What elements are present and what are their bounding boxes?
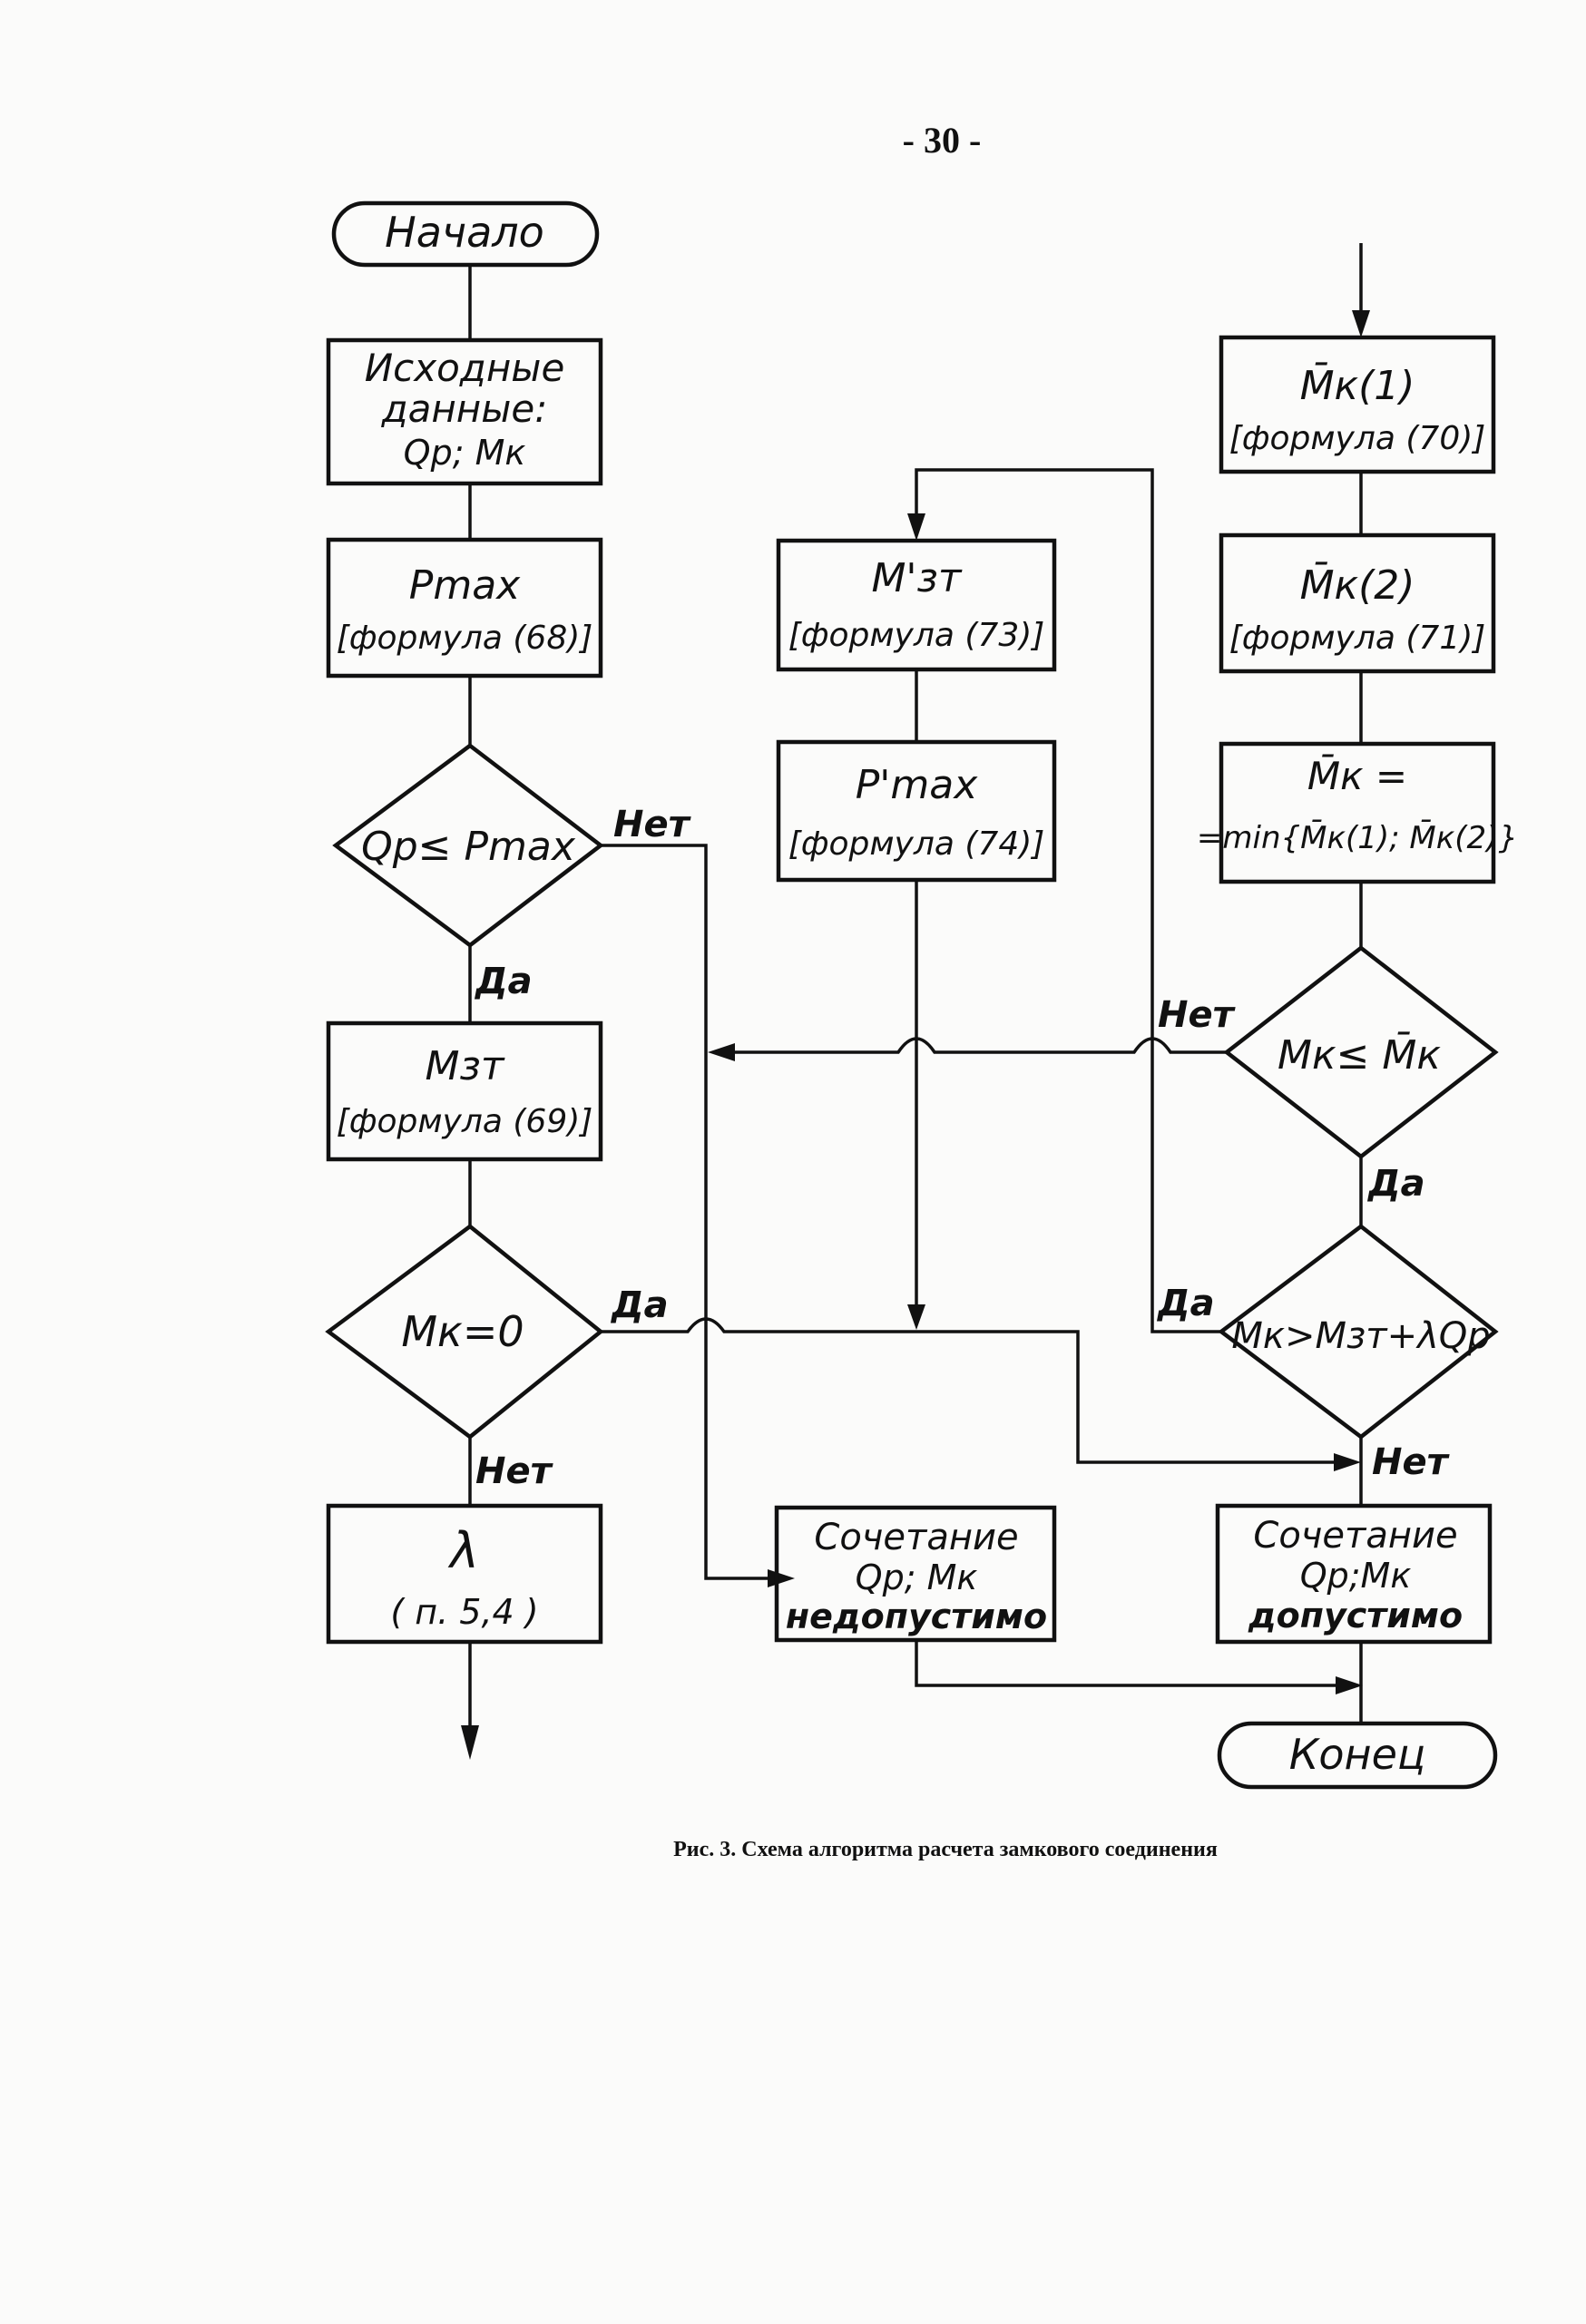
mzt-prime-formula: [формула (73)]	[788, 617, 1045, 654]
label-yes-4: Да	[1156, 1283, 1215, 1324]
mk1-symbol: M̄к(1)	[1300, 361, 1415, 409]
mk-min-line2: =min{M̄к(1); M̄к(2)}	[1197, 819, 1518, 856]
pmax-formula: [формула (68)]	[337, 620, 593, 657]
decision-mk-gt-label: Mк>Mзт+λQр	[1231, 1315, 1490, 1357]
mzt-formula: [формула (69)]	[337, 1103, 593, 1140]
exit-arrow	[461, 1725, 479, 1760]
input-line2: данные:	[381, 386, 548, 431]
allowed-line3: допустимо	[1248, 1596, 1463, 1636]
pmax-symbol: Pmax	[409, 562, 521, 609]
mzt-prime-symbol: M'зт	[871, 555, 962, 601]
mk-min-box	[1219, 741, 1496, 884]
label-yes-1: Да	[474, 961, 533, 1002]
lambda-box	[326, 1503, 603, 1645]
allowed-line2: Qр;Mк	[1300, 1556, 1412, 1596]
label-yes-2: Да	[610, 1284, 669, 1326]
lambda-symbol: λ	[447, 1522, 479, 1579]
allowed-box	[1215, 1503, 1493, 1645]
pmax-box	[326, 537, 603, 679]
label-no-2: Нет	[475, 1450, 554, 1492]
connector-no-mk-le	[726, 1037, 1227, 1054]
not-allowed-line1: Сочетание	[814, 1517, 1018, 1558]
input-data-box	[326, 337, 603, 486]
mk1-formula: [формула (70)]	[1229, 420, 1486, 457]
decision-q-le-pmax-label: Qр≤ Pmax	[361, 824, 576, 870]
pmax-prime-symbol: P'max	[856, 762, 978, 808]
input-line1: Исходные	[365, 346, 565, 390]
figure-caption: Рис. 3. Схема алгоритма расчета замковог…	[673, 1838, 1218, 1861]
connector-loop-to-mzt-prime	[915, 468, 1221, 1333]
label-no-1: Нет	[613, 804, 692, 845]
lambda-ref: ( п. 5,4 )	[390, 1592, 538, 1632]
mzt-box	[326, 1020, 603, 1162]
mk2-box	[1219, 532, 1496, 674]
mk2-symbol: M̄к(2)	[1300, 561, 1415, 609]
label-yes-3: Да	[1366, 1163, 1425, 1205]
mzt-symbol: Mзт	[426, 1043, 505, 1089]
label-no-4: Нет	[1372, 1441, 1451, 1483]
decision-mk-eq-0-label: Mк=0	[401, 1307, 524, 1356]
end-label: Конец	[1289, 1730, 1426, 1779]
input-line3: Qр; Mк	[404, 433, 526, 473]
mk1-box	[1219, 335, 1496, 474]
connector-not-allowed-to-end	[915, 1640, 1345, 1687]
pmax-prime-formula: [формула (74)]	[788, 825, 1045, 863]
label-no-3: Нет	[1158, 994, 1237, 1036]
decision-mk-le-mkbar-label: Mк≤ M̄к	[1278, 1030, 1441, 1079]
mk2-formula: [формула (71)]	[1229, 620, 1486, 657]
not-allowed-line2: Qр; Mк	[856, 1557, 978, 1597]
start-label: Начало	[385, 208, 544, 257]
start-terminator	[331, 200, 600, 268]
end-terminator	[1217, 1721, 1498, 1790]
page-number: - 30 -	[903, 120, 982, 161]
allowed-line1: Сочетание	[1253, 1515, 1457, 1557]
connector-no-pmax	[601, 844, 777, 1580]
entry-arrow	[1352, 310, 1370, 337]
connector-yes-mk0	[601, 1317, 1343, 1464]
mk-min-line1: M̄к =	[1307, 752, 1407, 798]
not-allowed-line3: недопустимо	[786, 1597, 1047, 1636]
